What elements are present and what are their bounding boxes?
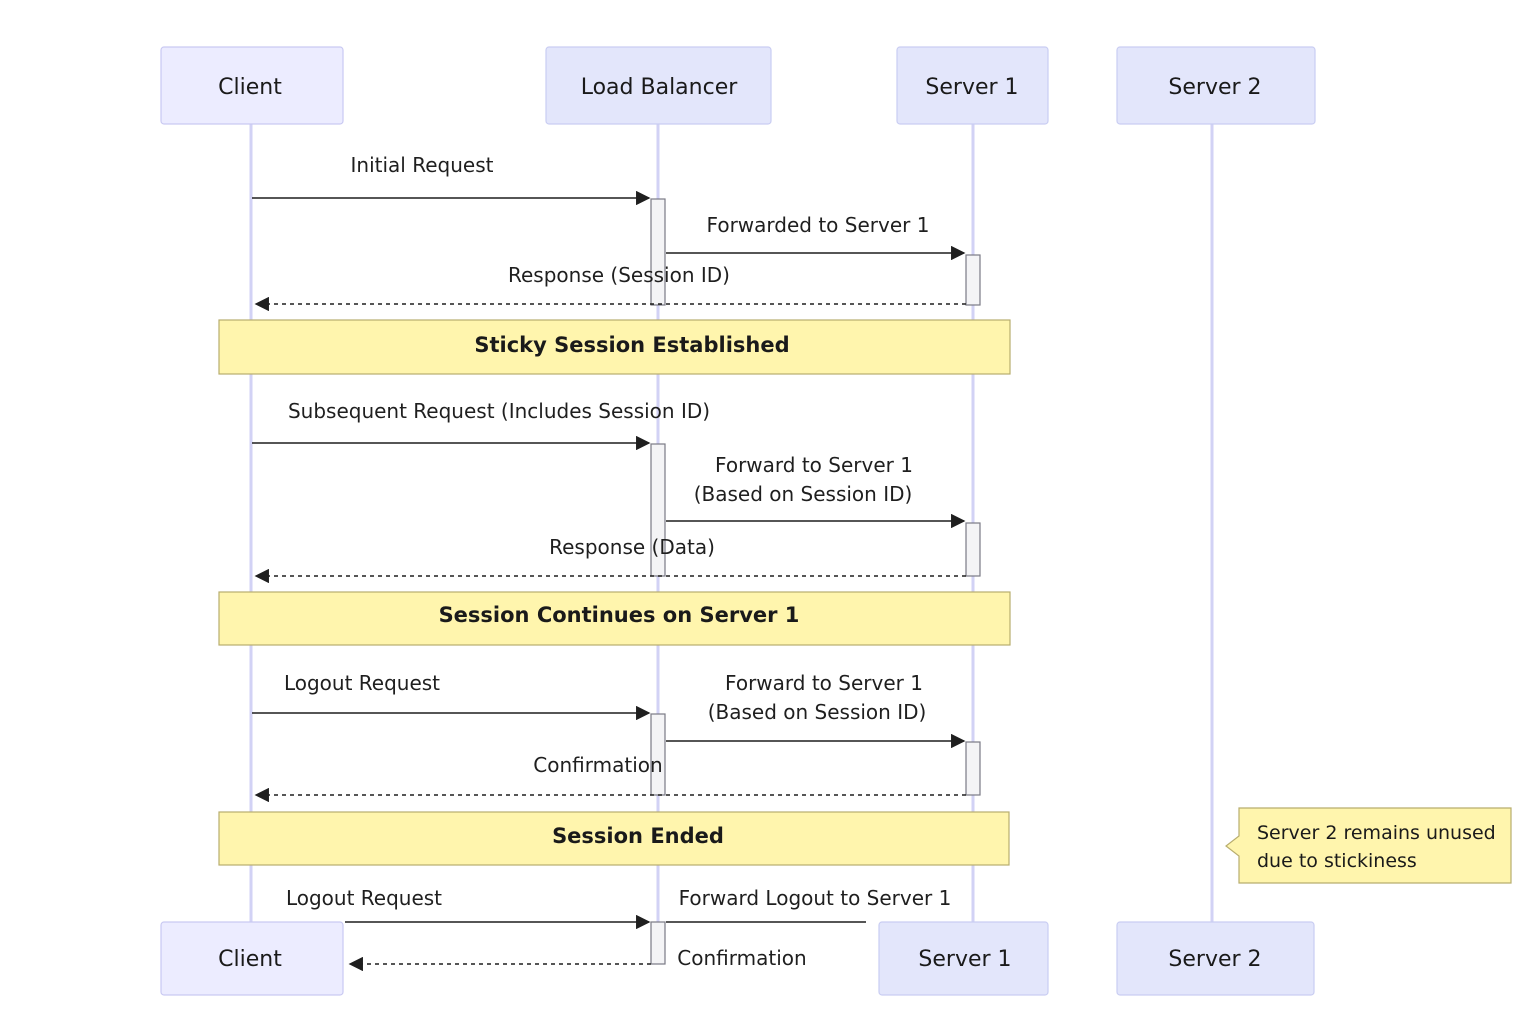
note-session-ended: Session Ended (218, 811, 1010, 866)
actor-label: Client (218, 947, 282, 972)
message-label: Subsequent Request (Includes Session ID) (288, 399, 710, 423)
message-label: Initial Request (351, 153, 494, 177)
actor-load-balancer-top: Load Balancer (545, 46, 772, 125)
message-label: Confirmation (533, 753, 662, 777)
message-label: Response (Session ID) (508, 263, 730, 287)
actor-label: Server 2 (1168, 75, 1261, 100)
message-label-line2: (Based on Session ID) (708, 700, 927, 724)
note-label: Session Continues on Server 1 (439, 603, 800, 627)
actor-server-1-bottom: Server 1 (878, 921, 1049, 996)
message-label: Logout Request (284, 671, 440, 695)
message-label-line2: (Based on Session ID) (694, 482, 913, 506)
message-label: Confirmation (677, 946, 806, 970)
activation-lb-1 (650, 198, 666, 306)
actor-label: Load Balancer (581, 75, 739, 100)
activation-s1-2 (965, 522, 981, 577)
message-label-line1: Forward to Server 1 (715, 453, 913, 477)
actor-client-bottom: Client (160, 921, 344, 996)
actor-client-top: Client (160, 46, 344, 125)
activation-s1-3 (965, 741, 981, 796)
note-label: Session Ended (552, 824, 724, 848)
note-session-continues: Session Continues on Server 1 (218, 591, 1011, 646)
message-label: Logout Request (286, 886, 442, 910)
activation-lb-4 (650, 921, 666, 965)
actor-server-2-bottom: Server 2 (1116, 921, 1315, 996)
message-label: Forwarded to Server 1 (707, 213, 930, 237)
actor-server-1-top: Server 1 (896, 46, 1049, 125)
message-label: Forward Logout to Server 1 (679, 886, 952, 910)
side-note-server-2: Server 2 remains unused due to stickines… (1225, 807, 1512, 884)
message-label: Response (Data) (549, 535, 715, 559)
actor-server-2-top: Server 2 (1116, 46, 1316, 125)
side-note-line2: due to stickiness (1257, 850, 1417, 872)
note-label: Sticky Session Established (474, 333, 789, 357)
activation-s1-1 (965, 254, 981, 306)
actor-label: Client (218, 75, 282, 100)
actor-label: Server 2 (1168, 947, 1261, 972)
actor-label: Server 1 (918, 947, 1011, 972)
actor-label: Server 1 (925, 75, 1018, 100)
message-label-line1: Forward to Server 1 (725, 671, 923, 695)
side-note-line1: Server 2 remains unused (1257, 822, 1496, 844)
note-sticky-session: Sticky Session Established (218, 319, 1011, 375)
